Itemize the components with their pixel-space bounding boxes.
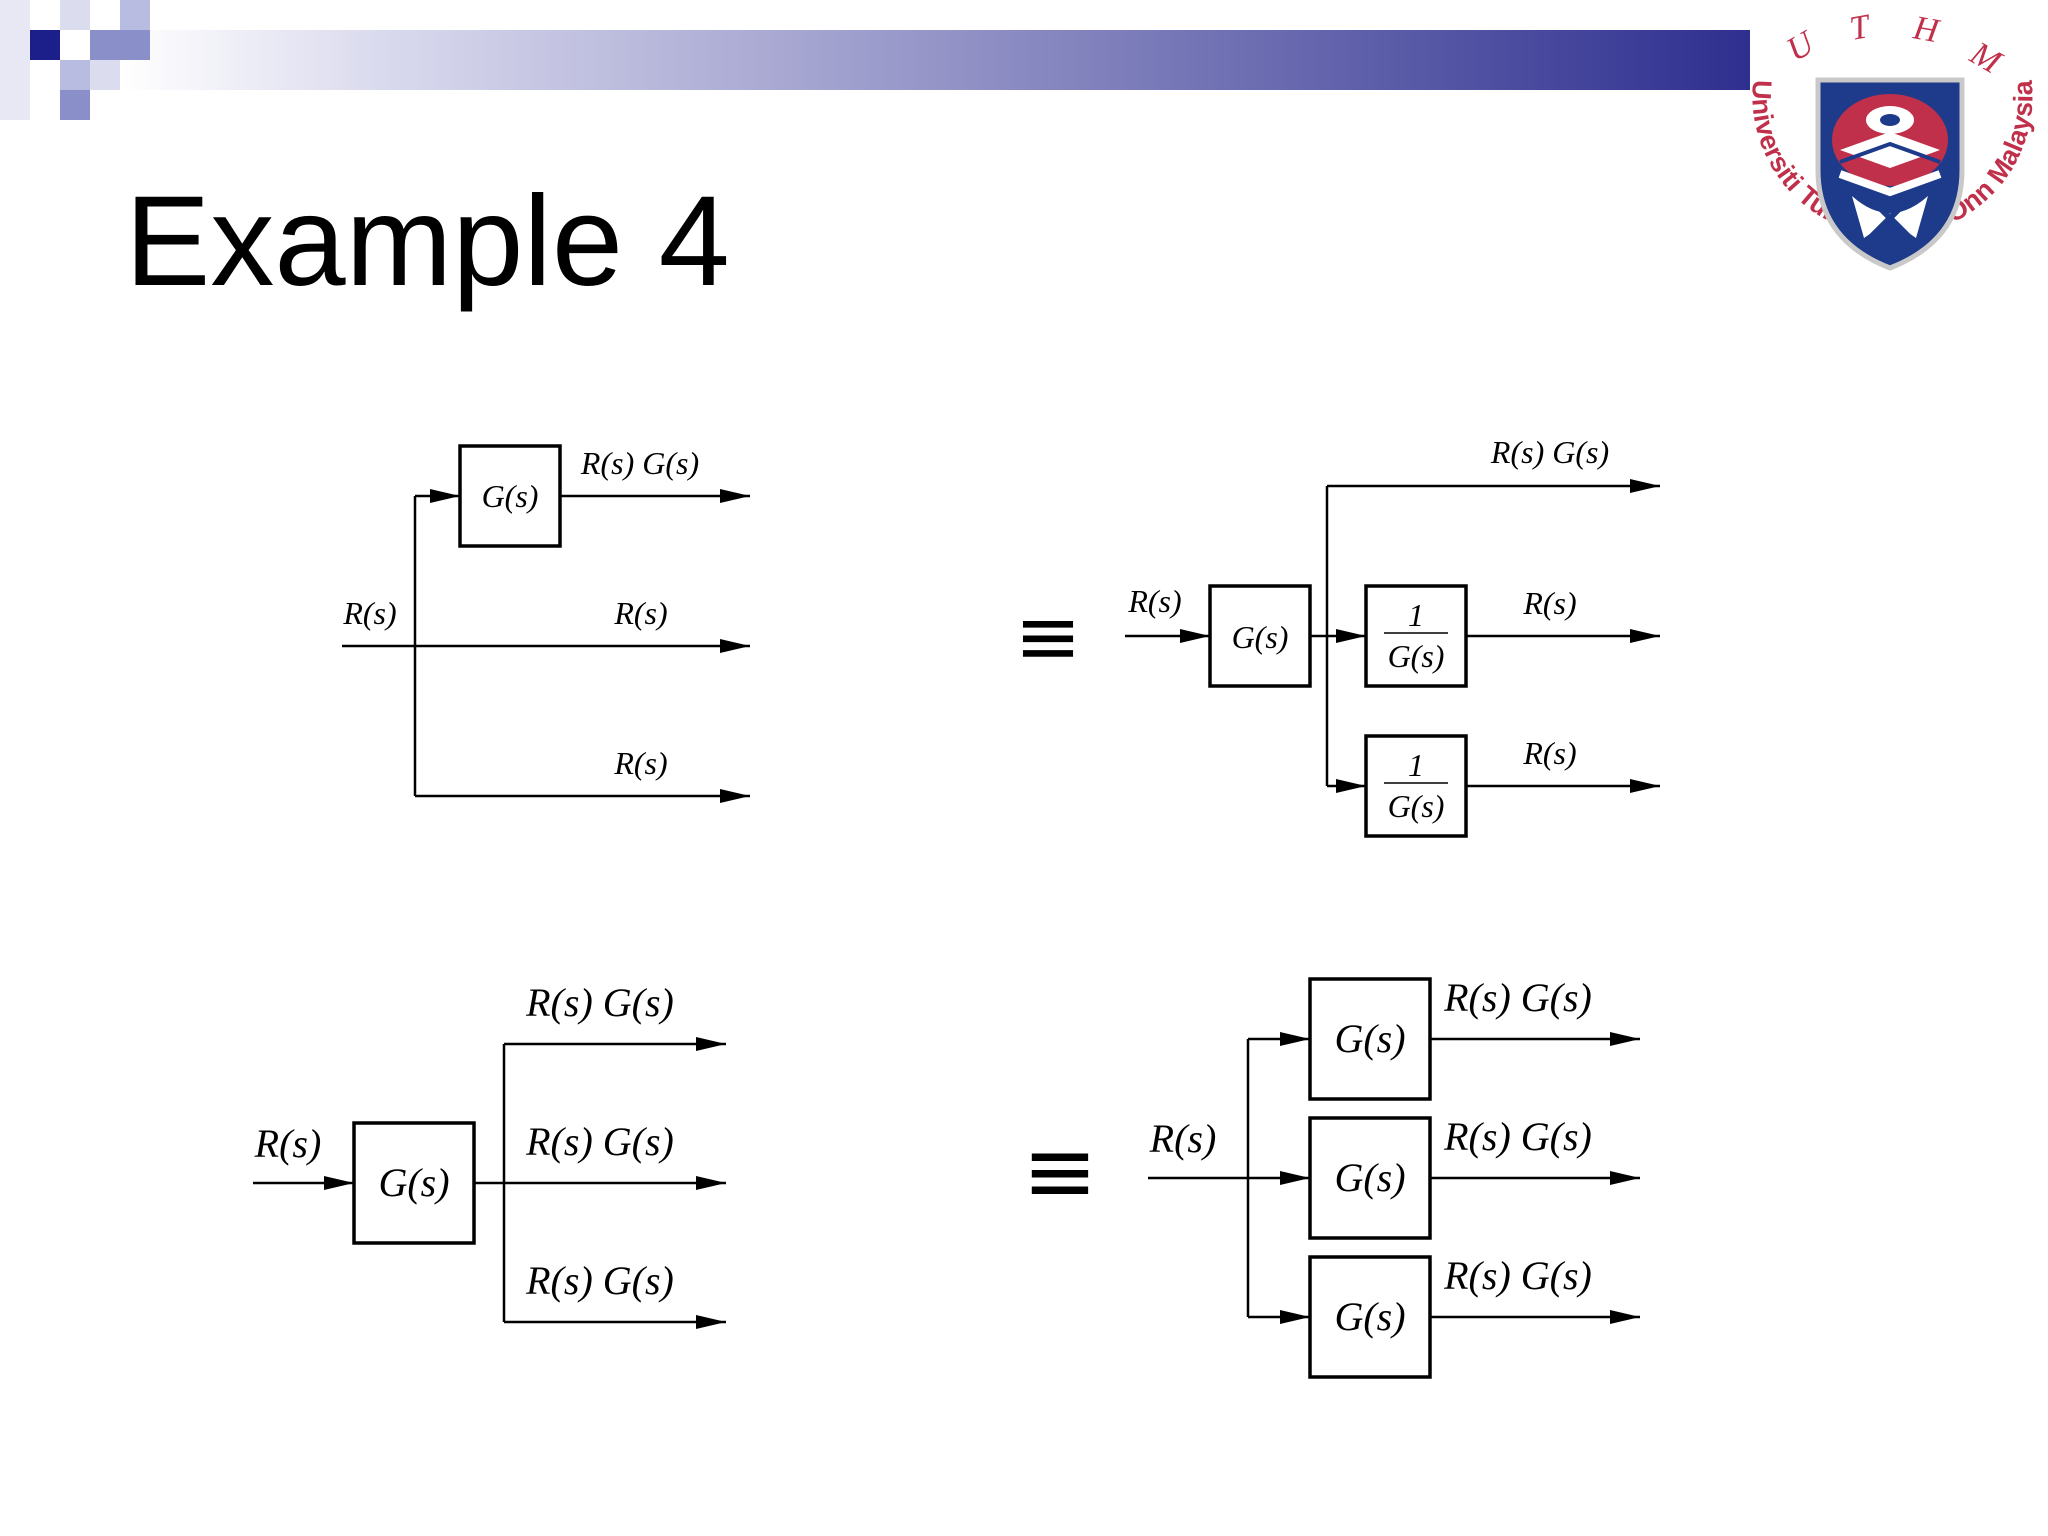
header-square <box>60 90 90 120</box>
output-label: R(s) G(s) <box>1490 434 1609 470</box>
header-square <box>60 0 90 30</box>
output-label: R(s) G(s) <box>1443 975 1592 1020</box>
header-square <box>30 30 60 60</box>
equivalence-sign: ≡ <box>1014 590 1081 683</box>
block-label: G(s) <box>1334 1294 1405 1339</box>
fraction-numerator: 1 <box>1408 747 1424 783</box>
logo-shield <box>1815 77 1965 271</box>
fraction-numerator: 1 <box>1408 597 1424 633</box>
page-title: Example 4 <box>125 170 730 313</box>
output-label: R(s) G(s) <box>525 980 674 1025</box>
header-square <box>120 30 150 60</box>
diagram-2-left <box>253 1037 726 1329</box>
output-label: R(s) <box>1522 585 1576 621</box>
header-band <box>0 0 1750 120</box>
input-label: R(s) <box>342 595 396 631</box>
output-label: R(s) G(s) <box>1443 1253 1592 1298</box>
output-label: R(s) <box>613 595 667 631</box>
output-label: R(s) G(s) <box>580 445 699 481</box>
block-label: G(s) <box>1334 1016 1405 1061</box>
diagram-1-left <box>342 444 750 803</box>
header-square <box>60 60 90 90</box>
block-label: G(s) <box>378 1160 449 1205</box>
header-square <box>90 30 120 60</box>
output-label: R(s) G(s) <box>525 1258 674 1303</box>
header-gradient-bar <box>120 30 1750 90</box>
input-label: R(s) <box>254 1121 322 1166</box>
uthm-logo: Universiti Tun Hussein Onn Malaysia U T … <box>1746 8 2039 271</box>
input-label: R(s) <box>1149 1116 1217 1161</box>
fraction-denominator: G(s) <box>1388 638 1445 674</box>
header-square <box>0 0 30 120</box>
output-label: R(s) <box>1522 735 1576 771</box>
output-label: R(s) G(s) <box>1443 1114 1592 1159</box>
header-square <box>90 60 120 90</box>
block-label: G(s) <box>1232 619 1289 655</box>
diagram-1-right <box>1125 479 1660 838</box>
block-label: G(s) <box>482 478 539 514</box>
input-label: R(s) <box>1127 583 1181 619</box>
diagram-2-right <box>1148 977 1640 1379</box>
equivalence-sign: ≡ <box>1022 1119 1097 1224</box>
block-label: G(s) <box>1334 1155 1405 1200</box>
header-square <box>120 0 150 30</box>
fraction-denominator: G(s) <box>1388 788 1445 824</box>
output-label: R(s) <box>613 745 667 781</box>
output-label: R(s) G(s) <box>525 1119 674 1164</box>
